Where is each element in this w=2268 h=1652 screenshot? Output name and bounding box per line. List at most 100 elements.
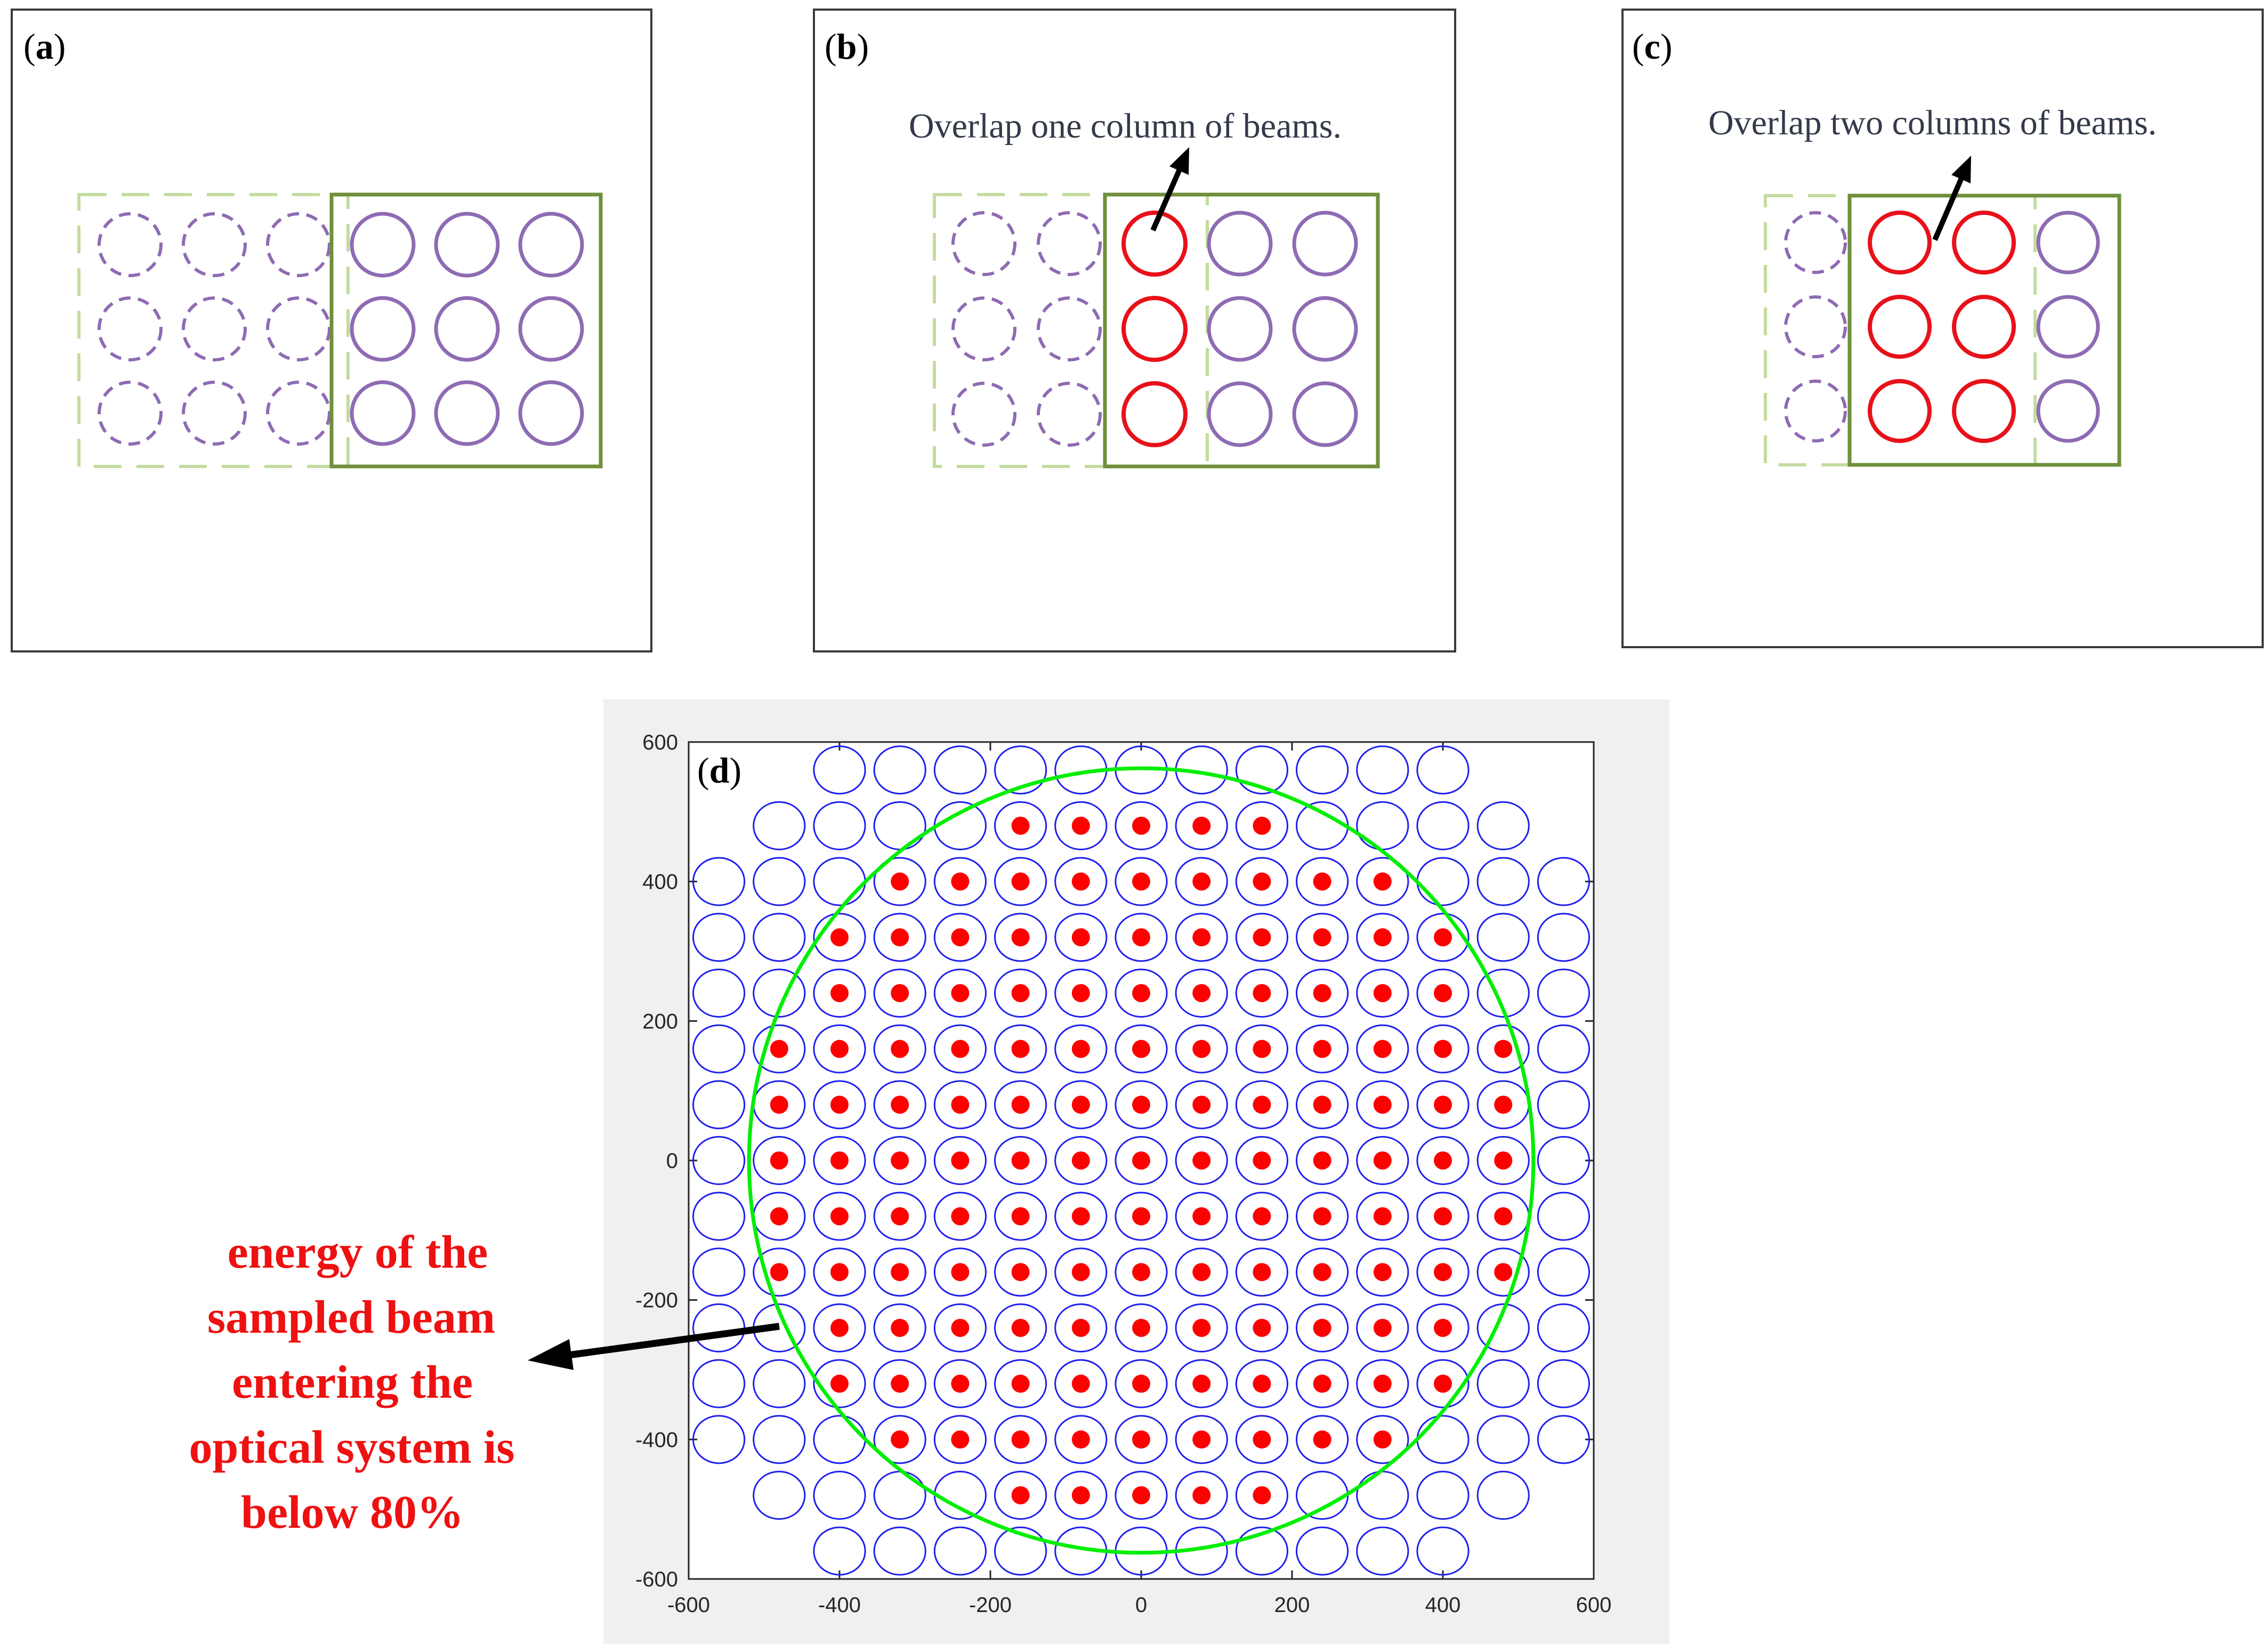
beam-circle	[1537, 857, 1591, 906]
sampled-point	[1494, 1207, 1513, 1226]
overlap-beam	[1121, 296, 1188, 362]
beam-circle	[1416, 1191, 1470, 1241]
dashed-beam	[951, 211, 1016, 276]
beam-circle	[1476, 1471, 1530, 1520]
beam-circle	[933, 1359, 987, 1408]
sampled-point	[770, 1207, 788, 1226]
beam-circle	[1235, 1359, 1289, 1408]
sampled-point	[1071, 1207, 1090, 1226]
beam-circle	[753, 1136, 806, 1185]
sampled-point	[1373, 1430, 1392, 1449]
sampled-point	[1373, 1207, 1392, 1226]
beam-circle	[994, 1415, 1047, 1464]
panel-a: (a)	[11, 9, 652, 652]
sampled-point	[1011, 1430, 1030, 1449]
sampled-point	[1373, 1039, 1392, 1058]
beam-circle	[813, 1024, 866, 1074]
sampled-point	[1434, 1207, 1452, 1226]
beam	[350, 380, 416, 446]
beam-circle	[1476, 1415, 1530, 1464]
sampled-point	[1253, 1263, 1271, 1282]
sampled-point	[1253, 984, 1271, 1002]
overlap-beam	[1121, 211, 1188, 277]
y-tick-label: 400	[642, 871, 678, 894]
beam-circle	[873, 1526, 926, 1576]
arrow-b	[1150, 147, 1189, 232]
beam-circle	[873, 1080, 926, 1130]
y-tick-label: -600	[635, 1568, 678, 1591]
beam-circle	[1476, 1359, 1530, 1408]
panel-a-label: (a)	[23, 26, 66, 67]
beam-circle	[753, 801, 806, 850]
beam-circle	[1175, 1471, 1228, 1520]
sampled-point	[1313, 1319, 1331, 1337]
beam-circle	[813, 1080, 866, 1130]
dashed-beam	[266, 381, 331, 446]
dashed-beam	[951, 296, 1016, 361]
beam-circle	[994, 913, 1047, 962]
beam-circle	[1537, 1080, 1591, 1130]
beam-circle	[1416, 969, 1470, 1018]
beam-circle	[1054, 1247, 1108, 1297]
beam-circle	[1175, 1080, 1228, 1130]
overlap-beam	[1868, 379, 1932, 443]
x-tick-label: 200	[1274, 1593, 1310, 1617]
beam-circle	[1295, 913, 1349, 962]
beam-circle	[933, 913, 987, 962]
beam-circle	[1235, 1526, 1289, 1576]
sampled-point	[1132, 1374, 1150, 1393]
beam-circle	[994, 1471, 1047, 1520]
beam-circle	[933, 1191, 987, 1241]
sampled-point	[1132, 928, 1150, 947]
sampled-point	[1192, 1263, 1211, 1282]
beam-circle	[873, 1359, 926, 1408]
sampled-point	[830, 984, 849, 1002]
sampled-point	[1373, 984, 1392, 1002]
beam-circle	[813, 1526, 866, 1576]
beam-circle	[1295, 1303, 1349, 1352]
beam-circle	[1115, 1024, 1168, 1074]
sampled-point	[1373, 1095, 1392, 1114]
beam-circle	[873, 1024, 926, 1074]
sampled-point	[830, 1151, 849, 1170]
sampled-point	[1434, 1039, 1452, 1058]
beam-circle	[692, 1191, 746, 1241]
beam	[434, 212, 500, 278]
beam-circle	[1295, 1136, 1349, 1185]
beam	[2036, 295, 2100, 359]
beam-circle	[813, 969, 866, 1018]
beam-circle	[933, 1526, 987, 1576]
sampled-point	[951, 1207, 970, 1226]
beam	[1207, 211, 1273, 277]
beam-circle	[1356, 1080, 1409, 1130]
y-tick-label: 0	[666, 1149, 678, 1173]
sampled-point	[891, 1374, 909, 1393]
beam-circle	[873, 969, 926, 1018]
beam-circle	[933, 745, 987, 795]
beam-circle	[753, 1359, 806, 1408]
sampled-point	[951, 1319, 970, 1337]
sampled-point	[1434, 1263, 1452, 1282]
sampled-point	[1011, 984, 1030, 1002]
sampled-point	[891, 928, 909, 947]
beam-circle	[1356, 1415, 1409, 1464]
dashed-beam	[266, 296, 331, 361]
beam-circle	[1295, 1080, 1349, 1130]
sampled-point	[1494, 1039, 1513, 1058]
beam-circle	[753, 1471, 806, 1520]
sampled-point	[951, 928, 970, 947]
sampled-point	[1071, 984, 1090, 1002]
sampled-point	[951, 1039, 970, 1058]
sampled-point	[891, 1207, 909, 1226]
beam-circle	[1356, 1247, 1409, 1297]
beam-circle	[692, 1024, 746, 1074]
beam-circle	[1235, 969, 1289, 1018]
beam	[1292, 211, 1358, 277]
beam-circle	[1537, 1359, 1591, 1408]
sampled-point	[1313, 1151, 1331, 1170]
beam-circle	[1054, 1415, 1108, 1464]
beam-circle	[1416, 1359, 1470, 1408]
sampled-point	[1132, 984, 1150, 1002]
beam-circle	[873, 857, 926, 906]
beam-circle	[1295, 969, 1349, 1018]
